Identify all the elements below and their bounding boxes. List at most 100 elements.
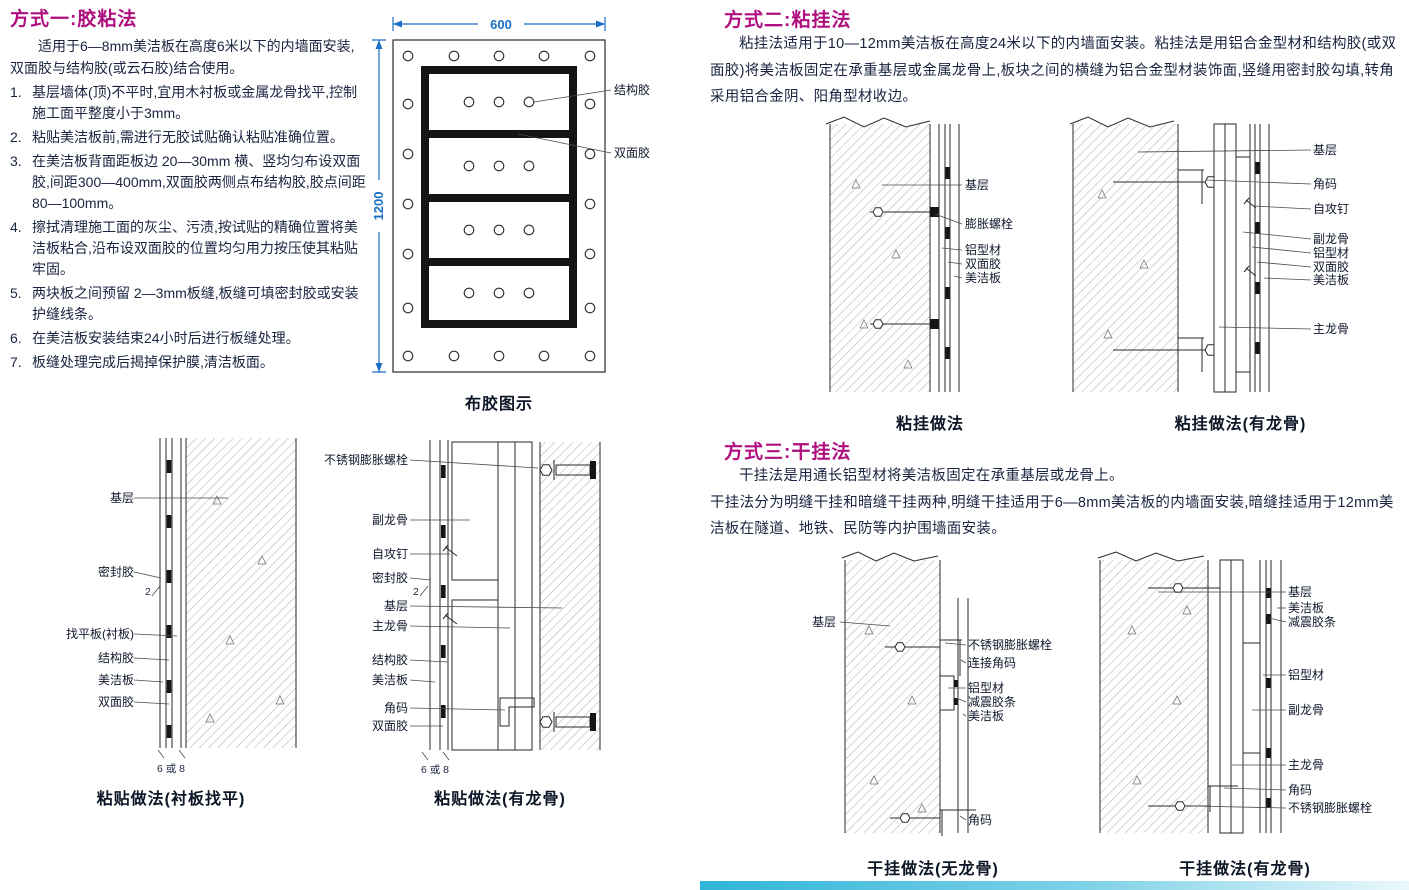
paste-diagram-lining: 2 6 或 8 基层 密封胶 找平板(衬板) 结构胶 美洁板 双面胶 粘贴做法(… [48,430,310,815]
step-text: 两块板之间预留 2—3mm板缝,板缝可填密封胶或安装护缝线条。 [32,285,359,323]
aluminum-profile-layer [1259,560,1267,833]
label-aluminum-profile: 铝型材 [1288,668,1325,682]
glue-layout-drawing: 600 1200 [371,17,612,373]
aggregate-triangles [1127,605,1192,785]
step-number: 2. [10,129,22,146]
damping-strips [954,680,958,705]
paste-hang-keel-caption: 粘挂做法(有龙骨) [1174,416,1307,433]
base-wall-hatch [540,442,600,750]
label-double-sided-tape: 双面胶 [614,146,651,160]
leader-lines [409,459,563,727]
label-meijie-panel: 美洁板 [97,673,134,687]
label-double-sided-tape: 双面胶 [97,695,134,709]
label-structural-adhesive: 结构胶 [371,653,408,667]
structural-adhesive-dots [402,50,596,362]
label-angle-bracket: 角码 [1313,177,1338,191]
sub-keel [1235,156,1251,373]
footer-gradient-bar [700,881,1409,890]
step-item: 6.在美洁板安装结束24小时后进行板缝处理。 [10,328,366,349]
main-keel [1219,559,1244,834]
step-item: 4. 擦拭清理施工面的灰尘、污渍,按试贴的精确位置将美洁板粘合,沿布设双面胶的位置… [10,217,366,280]
label-meijie-panel: 美洁板 [965,271,1002,285]
bottom-bracket [890,809,976,836]
label-base-layer: 基层 [811,615,836,629]
method1-intro: 适用于6—8mm美洁板在高度6米以下的内墙面安装,双面胶与结构胶(或云石胶)结合… [10,38,355,76]
label-double-sided-tape: 双面胶 [371,719,408,733]
aggregate-triangles [864,625,927,813]
aggregate-triangles [1097,189,1149,339]
label-base-layer: 基层 [383,599,408,613]
damping-strips [1266,588,1271,808]
step-text: 在美洁板安装结束24小时后进行板缝处理。 [32,330,300,347]
aluminum-profile-layer [938,124,946,392]
aluminum-profile [939,675,955,711]
label-angle-bracket: 角码 [968,813,993,827]
label-ss-expansion-bolt: 不锈钢膨胀螺栓 [1288,801,1373,815]
tape-marks [945,167,950,359]
method3-intro-2: 干挂法分为明缝干挂和暗缝干挂两种,明缝干挂适用于6—8mm美洁板的内墙面安装,暗… [710,494,1394,538]
label-meijie-panel: 美洁板 [371,673,408,687]
paste-hang-caption: 粘挂做法 [895,416,964,433]
svg-text:6 或 8: 6 或 8 [421,764,449,776]
glue-layout-diagram: 600 1200 [368,12,668,416]
step-text: 擦拭清理施工面的灰尘、污渍,按试贴的精确位置将美洁板粘合,沿布设双面胶的位置均匀… [32,219,358,278]
svg-text:600: 600 [490,17,512,32]
panel-layers [429,440,449,750]
paste-hang-diagram: 基层 膨胀螺栓 铝型材 双面胶 美洁板 粘挂做法 [812,112,1052,434]
sub-keel [1242,642,1261,754]
dry-hang-drawing [839,551,976,836]
svg-text:6 或 8: 6 或 8 [157,763,185,775]
sub-keel [451,441,499,751]
height-dimension: 1200 [371,39,386,373]
label-damping-strip: 减震胶条 [968,695,1017,709]
step-item: 7.板缝处理完成后揭掉保护膜,清洁板面。 [10,352,366,373]
gap-note: 2 [413,585,429,598]
dry-hang-keel-caption: 干挂做法(有龙骨) [1179,861,1311,878]
label-base-layer: 基层 [109,491,134,505]
thickness-note: 6 或 8 [157,749,186,775]
label-sub-keel: 副龙骨 [371,513,408,527]
step-text: 板缝处理完成后揭掉保护膜,清洁板面。 [32,354,274,371]
angle-bracket [499,697,535,727]
aggregate-triangles [851,179,913,369]
label-meijie-panel: 美洁板 [968,709,1005,723]
panel-layer [1270,560,1282,833]
base-wall-hatch [830,124,930,392]
label-main-keel: 主龙骨 [1288,758,1325,772]
svg-text:2: 2 [145,586,151,598]
label-sealant: 密封胶 [97,565,134,579]
label-sealant: 密封胶 [371,571,408,585]
label-angle-bracket: 角码 [383,701,408,715]
label-main-keel: 主龙骨 [1313,322,1350,336]
label-expansion-bolt: 膨胀螺栓 [965,217,1014,231]
base-wall-hatch [1100,560,1208,833]
label-damping-strip: 减震胶条 [1288,615,1337,629]
paste-lining-drawing: 2 6 或 8 [133,438,297,775]
label-double-sided-tape: 双面胶 [1313,260,1350,274]
label-aluminum-profile: 铝型材 [968,681,1005,695]
gap-note: 2 [145,585,161,598]
leader-lines [133,497,228,705]
label-base-layer: 基层 [1288,585,1313,599]
step-number: 1. [10,84,22,101]
label-leveling-board: 找平板(衬板) [66,627,134,641]
label-structural-adhesive: 结构胶 [614,83,651,97]
label-base-layer: 基层 [965,178,990,192]
expansion-bolt-bottom [539,712,596,732]
top-bolt-bracket [885,639,962,676]
base-wall-hatch [1073,124,1178,392]
method2-title: 方式二:粘挂法 [724,10,852,31]
svg-text:2: 2 [413,586,419,598]
dry-hang-keel-diagram: 基层 美洁板 减震胶条 铝型材 副龙骨 主龙骨 角码 不锈钢膨胀螺栓 干挂做法(… [1088,548,1408,883]
panel-layers [159,438,182,748]
label-ss-expansion-bolt: 不锈钢膨胀螺栓 [323,453,408,467]
step-number: 4. [10,219,22,236]
step-text: 基层墙体(顶)不平时,宜用木衬板或金属龙骨找平,控制施工面平整度小于3mm。 [32,84,358,122]
label-self-tapping-screw: 自攻钉 [371,547,408,561]
method3-intro-block: 干挂法是用通长铝型材将美洁板固定在承重基层或龙骨上。 干挂法分为明缝干挂和暗缝干… [710,463,1407,543]
step-item: 3.在美洁板背面距板边 20—30mm 横、竖均匀布设双面胶,间距300—400… [10,151,366,214]
aggregate-triangles [205,495,285,723]
step-item: 1. 基层墙体(顶)不平时,宜用木衬板或金属龙骨找平,控制施工面平整度小于3mm。 [10,82,366,124]
main-keel [1213,123,1237,393]
label-aluminum-profile: 铝型材 [965,243,1002,257]
